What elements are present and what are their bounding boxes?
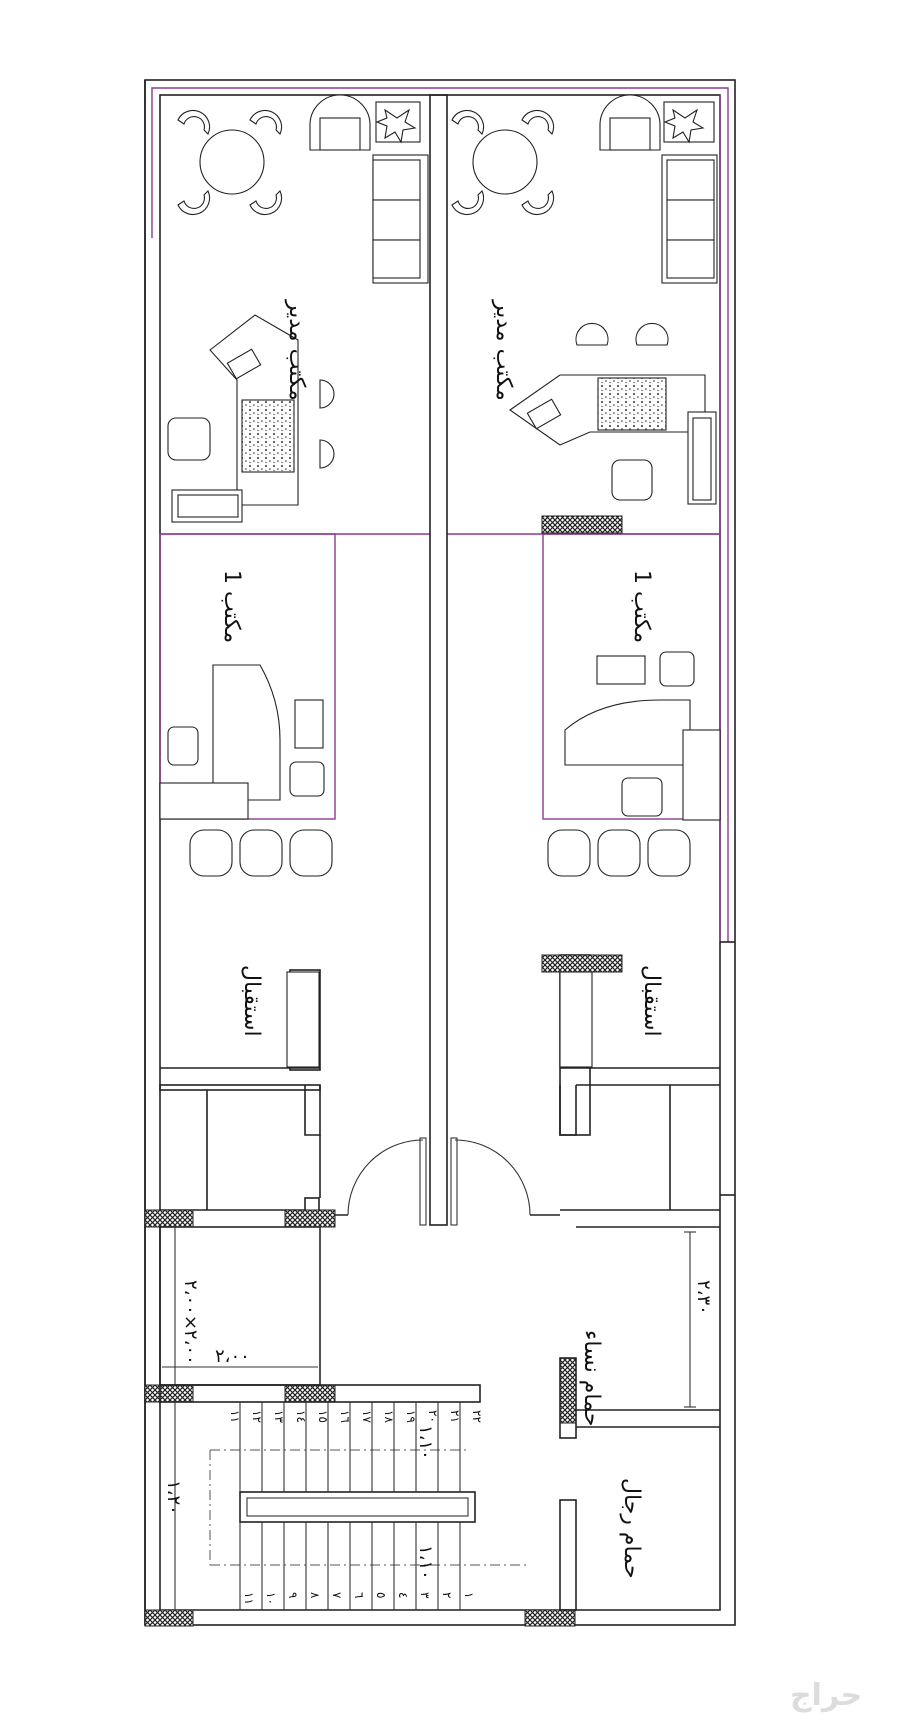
central-wall (429, 94, 448, 1226)
label-bath-women: حمام نساء (579, 1330, 604, 1426)
stair-step-number: ١٢ (250, 1410, 264, 1423)
stair-step-number: ٣ (418, 1592, 432, 1599)
dimensions: ٢،٠٠×٢،٠٠ ٢،٠٠ ٢،٣٠ ١،١٠ ١،١٠ ١،٢٠ (162, 1280, 714, 1580)
columns (144, 515, 623, 1627)
stair-step-numbers-lower: ١ ٢ ٣ ٤ ٥ ٦ ٧ ٨ ٩ ١٠ ١١ (242, 1592, 476, 1605)
stair-step-number: ٧ (330, 1592, 344, 1599)
label-reception-right: استقبال (639, 965, 664, 1037)
plant-icon (663, 101, 715, 144)
stair-step-number: ١٩ (404, 1410, 418, 1423)
right-manager-furniture (451, 94, 718, 505)
stair-step-number: ٩ (286, 1592, 300, 1598)
label-office1-left: مكتب 1 (219, 570, 244, 643)
stair-step-number: ١٣ (272, 1410, 286, 1423)
stair-step-numbers-upper: ٢٢ ٢١ ٢٠ ١٩ ١٨ ١٧ ١٦ ١٥ ١٤ ١٣ ١٢ ١١ (228, 1410, 484, 1423)
stair-step-number: ١٨ (382, 1410, 396, 1423)
stair-step-number: ٤ (396, 1592, 410, 1598)
stair-step-number: ١ (462, 1592, 476, 1598)
label-manager-left: مكتب مدير (284, 299, 309, 401)
stairwell (159, 1384, 720, 1611)
stair-step-number: ٦ (352, 1592, 366, 1598)
stair-step-number: ١١ (228, 1410, 242, 1423)
left-office-furniture (159, 664, 325, 820)
stair-step-number: ١١ (242, 1592, 256, 1605)
watermark-logo: حراج (790, 1678, 862, 1713)
waiting-chairs-right (547, 829, 691, 877)
dim-stair-landing: ١،٢٠ (163, 1480, 184, 1515)
entry-doors[interactable] (320, 1137, 560, 1226)
bathroom-walls (559, 1226, 720, 1611)
dim-stair-bottom: ١،١٠ (415, 1545, 436, 1580)
stair-step-number: ٥ (374, 1592, 388, 1598)
stair-step-number: ١٤ (294, 1410, 308, 1423)
stair-step-number: ٢١ (448, 1410, 462, 1423)
stair-step-number: ١٧ (360, 1410, 374, 1423)
label-manager-right: مكتب مدير (491, 299, 516, 401)
label-reception-left: استقبال (239, 965, 264, 1037)
label-office1-right: مكتب 1 (629, 570, 654, 643)
outer-walls (144, 79, 736, 1626)
dim-bath-height: ٢،٣٠ (693, 1280, 714, 1315)
plant-icon (375, 101, 421, 144)
dim-stair-top: ١،١٠ (415, 1425, 436, 1460)
stair-step-number: ٢٠ (426, 1410, 440, 1423)
dim-elevator-width: ٢،٠٠ (215, 1346, 250, 1367)
label-bath-men: حمام رجال (619, 1478, 644, 1579)
stair-step-number: ٨ (308, 1592, 322, 1599)
reception-desks (286, 971, 593, 1068)
dim-elevator-size: ٢،٠٠×٢،٠٠ (180, 1280, 201, 1365)
left-manager-furniture (167, 94, 429, 523)
stair-step-number: ١٠ (264, 1592, 278, 1605)
stair-step-number: ٢ (440, 1592, 454, 1598)
stair-step-number: ١٥ (316, 1410, 330, 1423)
waiting-chairs-left (189, 829, 333, 877)
right-office-furniture (564, 651, 721, 821)
stair-step-number: ١٦ (338, 1410, 352, 1423)
room-labels: مكتب مدير مكتب مدير مكتب 1 مكتب 1 استقبا… (219, 299, 664, 1579)
stair-step-number: ٢٢ (470, 1410, 484, 1423)
